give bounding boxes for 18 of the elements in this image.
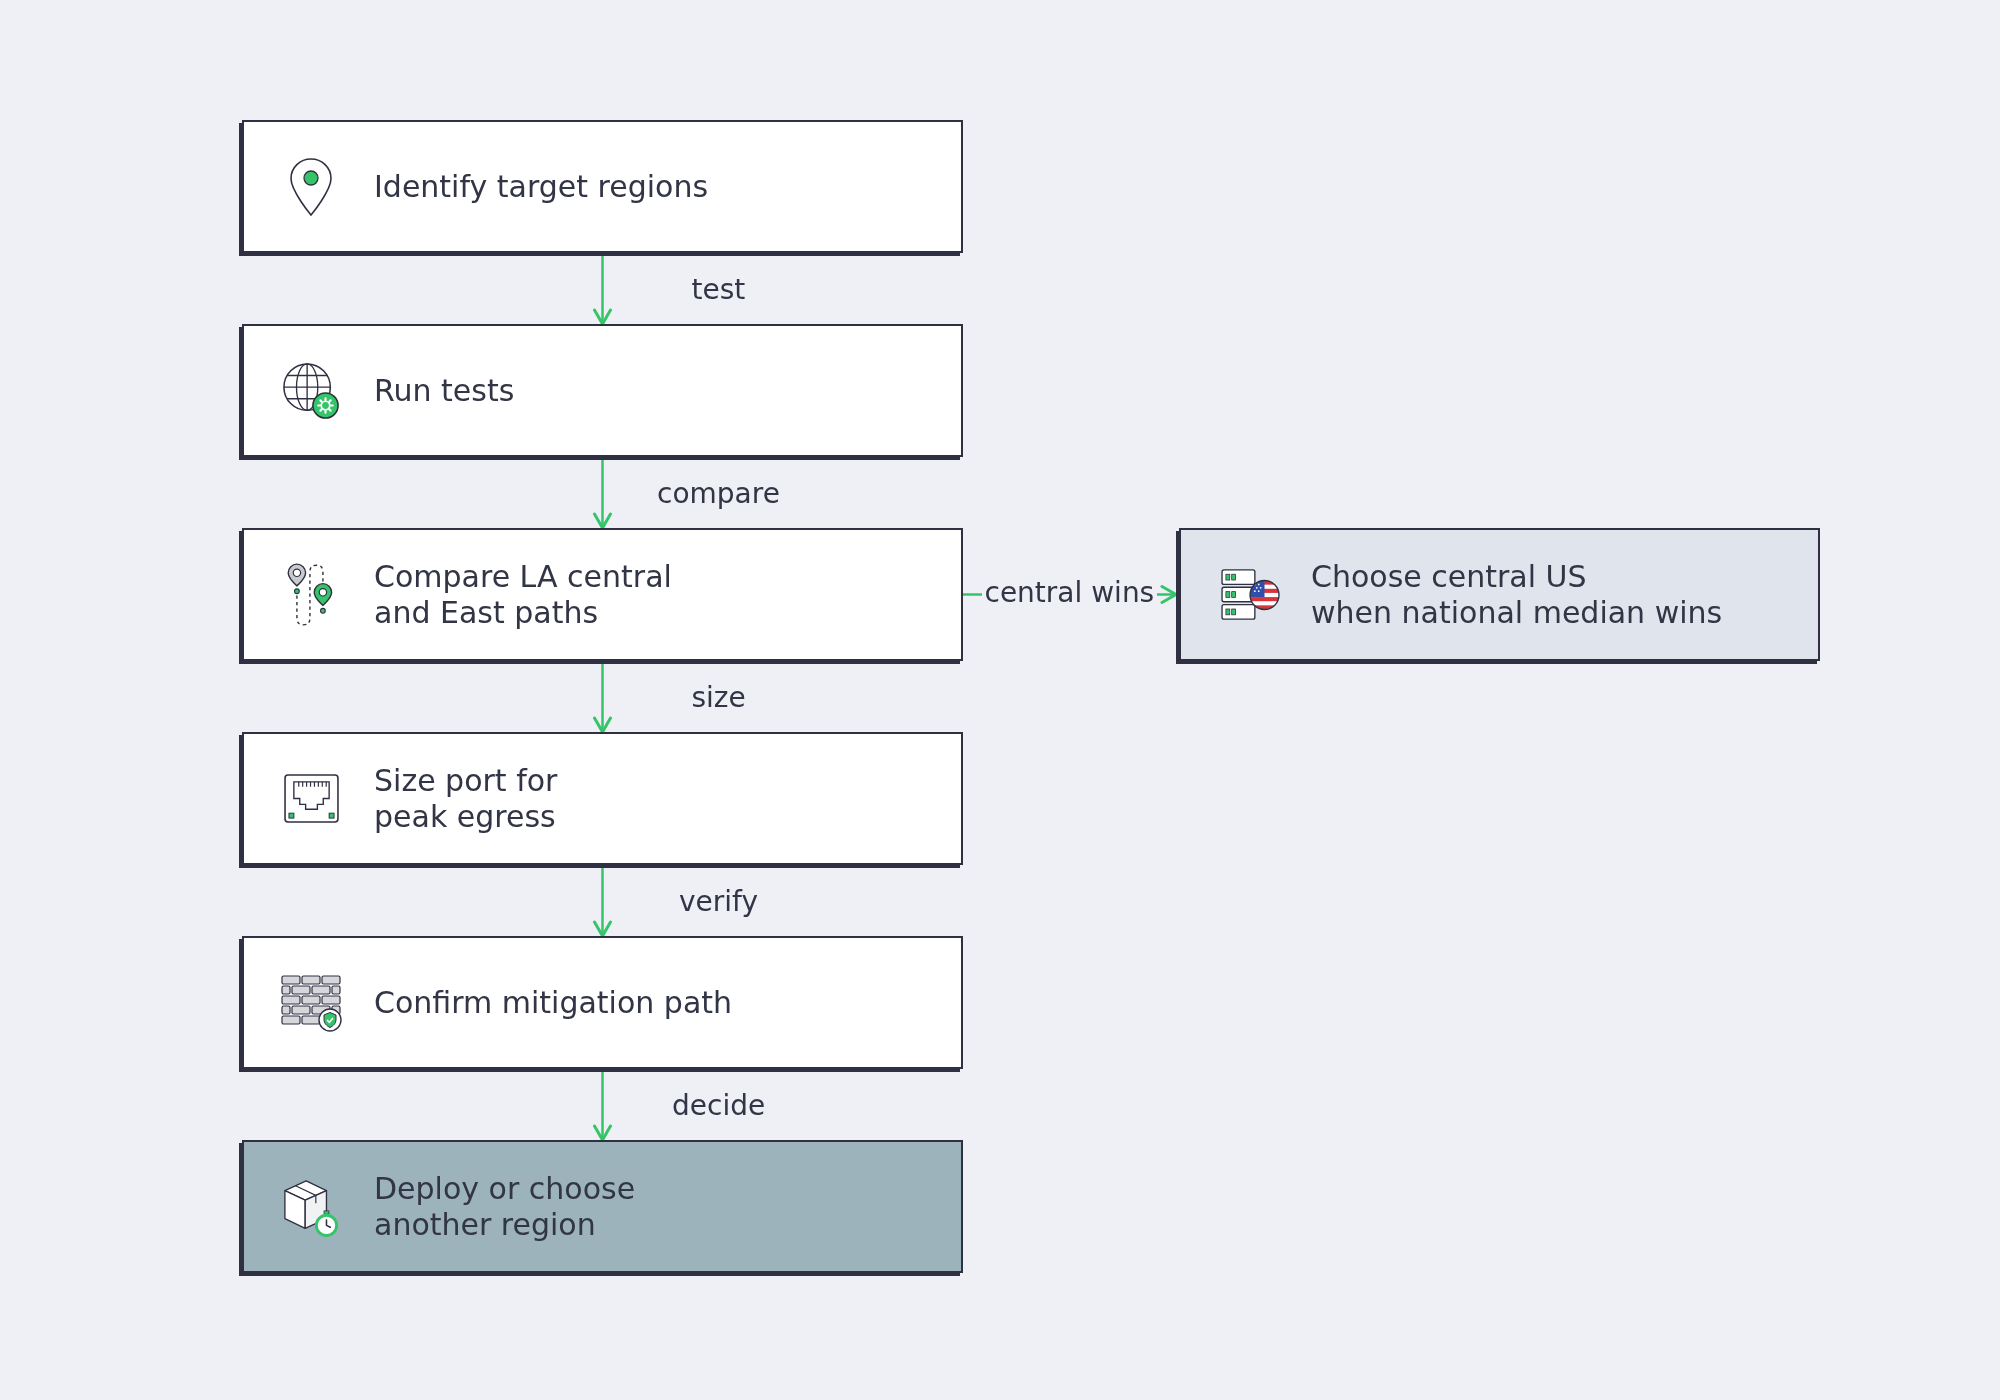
- process-box: [242, 936, 963, 1069]
- node-label: Identify target regions: [374, 168, 709, 205]
- arrow: [593, 868, 612, 938]
- process-box: [242, 324, 963, 457]
- process-box: [242, 528, 963, 661]
- node-label: Deploy or choose another region: [374, 1170, 636, 1243]
- process-box: [242, 120, 963, 253]
- node-label: Run tests: [374, 372, 515, 409]
- process-box: [1179, 528, 1820, 661]
- process-box: [242, 732, 963, 865]
- arrow: [593, 460, 612, 530]
- node-label: Choose central US when national median wins: [1311, 558, 1723, 631]
- process-box: [242, 1140, 963, 1273]
- node-label: Confirm mitigation path: [374, 984, 733, 1021]
- node-label: Compare LA central and East paths: [374, 558, 672, 631]
- arrow: [593, 1072, 612, 1142]
- arrow: [593, 256, 612, 326]
- node-label: Size port for peak egress: [374, 762, 558, 835]
